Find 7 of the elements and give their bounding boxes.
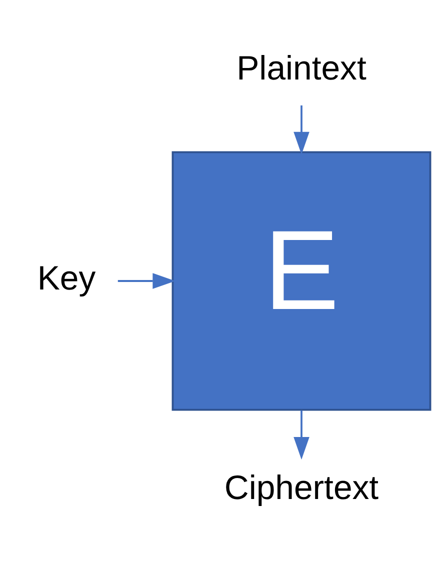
node-text: Key (37, 259, 96, 298)
node-box: E (172, 151, 432, 411)
arrow (294, 105, 310, 155)
node-text: Plaintext (236, 50, 366, 88)
arrow (118, 273, 176, 289)
node-text: Ciphertext (224, 468, 379, 507)
arrow (294, 410, 310, 460)
